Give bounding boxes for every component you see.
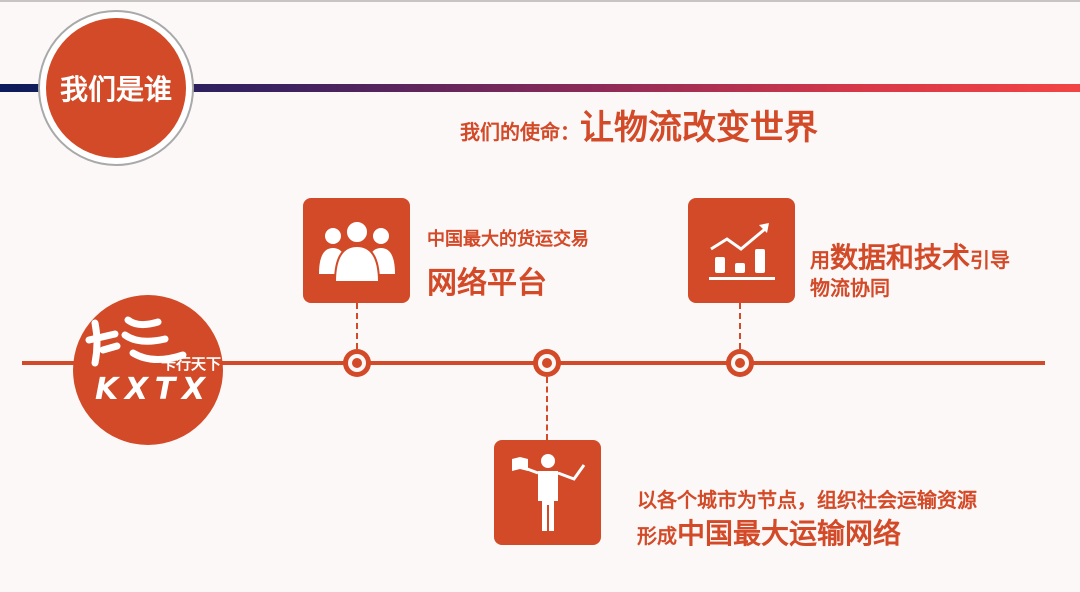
people-icon: [318, 219, 395, 283]
item3-text-a: 形成: [637, 524, 677, 548]
top-border: [0, 0, 1080, 2]
mission-label: 我们的使命：: [460, 120, 580, 144]
item-icon-box: [494, 440, 601, 545]
logo-cn-text: 卡行天下: [161, 355, 221, 373]
connector-dash: [739, 303, 741, 349]
item1-line1: 中国最大的货运交易: [427, 229, 589, 250]
teacher-presenting-icon: [511, 453, 585, 531]
connector-dash: [356, 303, 358, 349]
mission-text: 让物流改变世界: [580, 108, 818, 148]
bar-chart-trend-icon: [708, 222, 775, 280]
timeline-node: [343, 349, 371, 377]
item2-text-a: 用: [810, 248, 830, 272]
mission-statement: 我们的使命：让物流改变世界: [460, 100, 818, 149]
item2-line1: 用数据和技术引导: [810, 236, 1010, 276]
section-badge: 我们是谁: [38, 10, 194, 166]
timeline-node: [726, 349, 754, 377]
logo-en-text: KXTX: [95, 372, 207, 407]
item3-line1: 以各个城市为节点，组织社会运输资源: [637, 488, 977, 512]
item3-text-b: 中国最大运输网络: [677, 517, 902, 550]
item2-line2: 物流协同: [810, 276, 890, 300]
connector-dash: [546, 377, 548, 440]
item3-line2: 形成中国最大运输网络: [637, 512, 901, 552]
item-icon-box: [303, 198, 410, 303]
item2-text-b: 数据和技术: [830, 241, 971, 274]
timeline-node: [533, 349, 561, 377]
kxtx-logo: 卡行天下 KXTX: [73, 295, 223, 445]
item2-text-c: 引导: [970, 248, 1011, 272]
item-icon-box: [688, 198, 795, 303]
badge-title: 我们是谁: [46, 18, 186, 158]
item1-line2: 网络平台: [427, 266, 547, 301]
header-gradient-line: [0, 84, 1080, 92]
